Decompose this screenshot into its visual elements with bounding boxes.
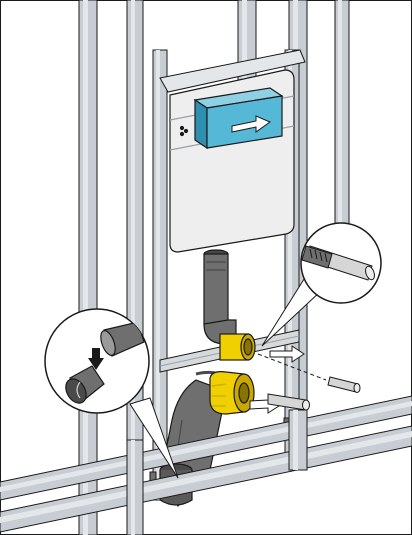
direction-line bbox=[257, 353, 327, 381]
flush-pipe bbox=[203, 249, 237, 345]
rod-small bbox=[327, 376, 361, 393]
lower-fitting bbox=[209, 371, 255, 415]
stud-right-2 bbox=[334, 0, 350, 231]
insert-arrow-icon bbox=[231, 115, 272, 133]
direction-arrow-icon bbox=[88, 348, 104, 370]
callout-pointer-left bbox=[129, 397, 179, 479]
stud-left-1 bbox=[78, 0, 98, 535]
detail-lens-rod bbox=[300, 222, 382, 304]
upper-fitting bbox=[219, 333, 256, 361]
actuator-box bbox=[193, 87, 284, 150]
push-arrow-icon bbox=[269, 345, 305, 363]
horizontal-rails bbox=[0, 395, 412, 533]
foreground-studs bbox=[126, 409, 308, 535]
detail-lens-coupling bbox=[44, 308, 150, 414]
